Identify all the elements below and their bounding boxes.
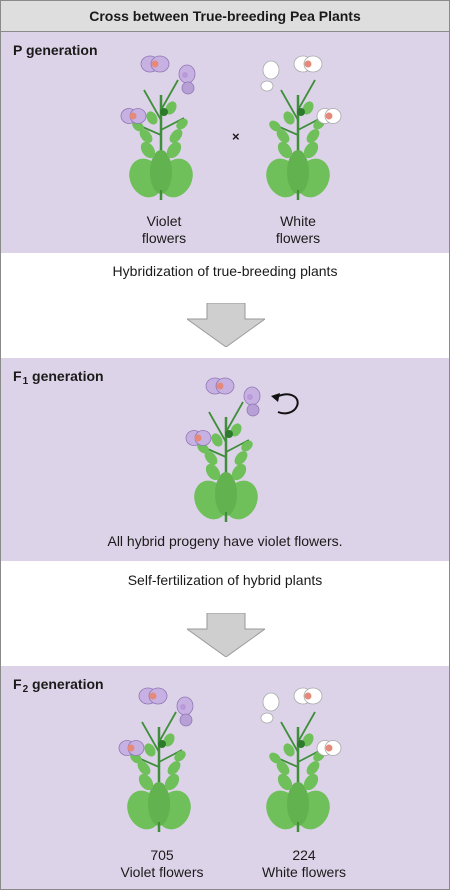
caption-line: Violet flowers [120, 864, 204, 880]
violet-pea-plant-icon [116, 50, 206, 200]
white-count-caption: 224 White flowers [239, 847, 369, 881]
f2-generation-panel: F2 generation 705 Violet flowers 224 Whi… [1, 666, 449, 889]
label-subscript: 1 [22, 376, 29, 387]
violet-flowers-caption: Violet flowers [129, 213, 199, 247]
caption-line: Violet [146, 213, 182, 229]
white-flowers-caption: White flowers [263, 213, 333, 247]
violet-pea-plant-icon [114, 682, 204, 832]
hybrid-pea-plant-icon [181, 372, 271, 522]
label-prefix: F [13, 368, 22, 384]
p-generation-panel: P generation × Violet flowers White flow… [1, 32, 449, 253]
violet-count: 705 [150, 847, 174, 863]
label-prefix: F [13, 676, 22, 692]
down-arrow-icon [187, 303, 265, 347]
white-pea-plant-icon [253, 50, 343, 200]
cross-symbol: × [232, 129, 240, 144]
label-suffix: generation [28, 676, 104, 692]
label-suffix: generation [28, 368, 104, 384]
white-pea-plant-icon [253, 682, 343, 832]
down-arrow-icon [187, 613, 265, 657]
caption-line: flowers [141, 230, 187, 246]
f2-generation-label: F2 generation [13, 676, 104, 695]
caption-line: White [280, 213, 316, 229]
f1-generation-label: F1 generation [13, 368, 104, 387]
caption-line: flowers [275, 230, 321, 246]
diagram-title: Cross between True-breeding Pea Plants [1, 1, 449, 32]
self-pollination-arrow-icon [271, 393, 299, 415]
label-subscript: 2 [22, 684, 29, 695]
p-generation-label: P generation [13, 42, 98, 58]
caption-line: White flowers [261, 864, 347, 880]
white-count: 224 [292, 847, 316, 863]
hybridization-step-label: Hybridization of true-breeding plants [112, 263, 338, 279]
violet-count-caption: 705 Violet flowers [97, 847, 227, 881]
f1-caption: All hybrid progeny have violet flowers. [107, 533, 343, 549]
self-fertilization-step-label: Self-fertilization of hybrid plants [127, 572, 323, 588]
f1-generation-panel: F1 generation All hybrid progeny have vi… [1, 358, 449, 561]
